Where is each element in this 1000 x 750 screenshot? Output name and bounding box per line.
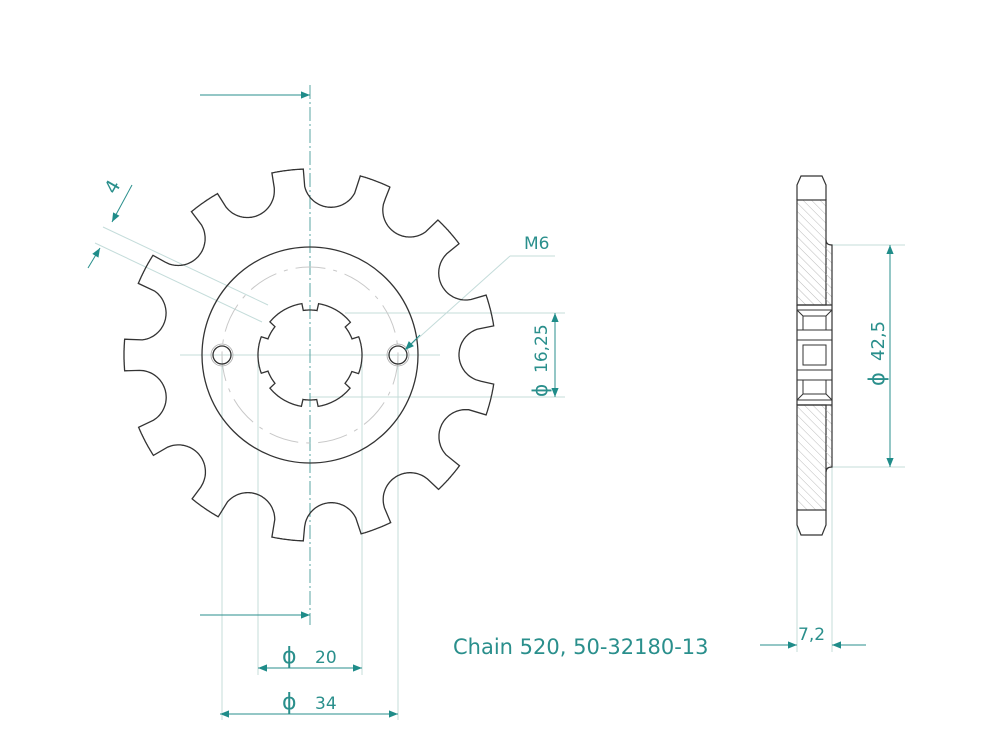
flat-value: 16,25 <box>532 324 552 373</box>
sprocket-outline <box>123 168 495 542</box>
construction-lines <box>94 226 905 720</box>
sprocket-side-view <box>796 175 833 536</box>
thickness-value: 7,2 <box>798 625 825 645</box>
thread-circle-right <box>386 343 410 367</box>
bore-value: 20 <box>315 648 337 668</box>
side-diameter-label: ϕ 42,5 <box>865 321 889 386</box>
tooth-bottom-profile <box>796 510 827 536</box>
diameter-symbol: ϕ <box>282 644 297 669</box>
diameter-symbol: ϕ <box>282 690 297 715</box>
flat-dimension-label: ϕ 16,25 <box>528 324 552 397</box>
hub-circle <box>201 246 419 464</box>
tooth-width-label: 4 <box>100 176 125 197</box>
thread-label: M6 <box>524 234 549 254</box>
bolt-hole-right <box>388 345 408 365</box>
pitch-hole-circle <box>221 266 399 444</box>
sprocket-front-view <box>123 168 495 542</box>
dimension-lines <box>87 91 894 718</box>
spline-side-detail <box>796 309 833 401</box>
tooth-dim-arrow-lower <box>87 247 101 269</box>
hub-value: 34 <box>315 694 337 714</box>
chain-caption: Chain 520, 50-32180-13 <box>453 635 709 659</box>
tooth-dim-arrow-upper <box>111 184 133 223</box>
diameter-symbol: ϕ <box>865 372 889 386</box>
tooth-top-profile <box>796 175 827 200</box>
spline-bore <box>257 302 363 408</box>
diameter-symbol: ϕ <box>528 384 552 397</box>
bolt-hole-left <box>212 345 232 365</box>
hatched-section-bottom <box>796 404 827 511</box>
thread-circle-left <box>210 343 234 367</box>
side-diameter-value: 42,5 <box>868 321 889 361</box>
hatched-section-top <box>796 199 827 306</box>
thread-leader <box>404 334 421 351</box>
